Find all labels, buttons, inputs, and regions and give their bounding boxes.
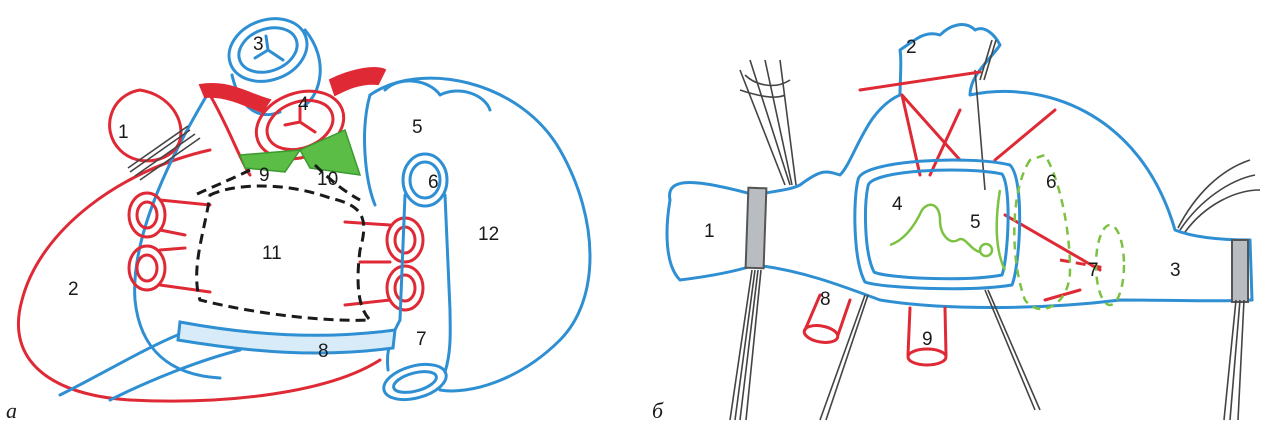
green-suture-line bbox=[997, 190, 1005, 270]
label-b-8: 8 bbox=[820, 289, 831, 310]
atrial-opening-outer bbox=[855, 160, 1020, 289]
ivc-outer bbox=[380, 358, 450, 405]
left-tie-threads bbox=[730, 270, 761, 420]
atrial-opening-inner bbox=[866, 170, 1009, 279]
right-vein-lower bbox=[387, 266, 423, 310]
dashed-region-11 bbox=[197, 186, 370, 320]
label-b-6: 6 bbox=[1046, 172, 1057, 193]
left-vein-lower bbox=[129, 246, 165, 290]
green-region-9 bbox=[240, 150, 300, 172]
coronary-sinus-band-8 bbox=[178, 322, 395, 353]
label-b-1: 1 bbox=[704, 221, 715, 242]
label-a-12: 12 bbox=[478, 224, 499, 245]
heart-diagram-a: 1 2 3 4 5 6 7 8 9 10 11 12 bbox=[0, 0, 620, 430]
label-b-5: 5 bbox=[970, 212, 981, 233]
left-vein-walls bbox=[160, 200, 210, 292]
label-b-9: 9 bbox=[922, 329, 933, 350]
label-a-11: 11 bbox=[262, 243, 282, 264]
diagram-panel-a: 1 2 3 4 5 6 7 8 9 10 11 12 bbox=[0, 0, 620, 430]
label-b-7: 7 bbox=[1088, 260, 1099, 281]
green-knot bbox=[980, 244, 992, 256]
label-a-7: 7 bbox=[416, 329, 427, 350]
label-a-2: 2 bbox=[68, 279, 79, 300]
label-b-4: 4 bbox=[892, 194, 903, 215]
right-vein-walls bbox=[345, 222, 390, 305]
atrium-right-end bbox=[1250, 240, 1252, 300]
left-vein-lower-inner bbox=[137, 255, 157, 281]
caption-b: б bbox=[652, 398, 663, 424]
label-a-1: 1 bbox=[118, 122, 129, 143]
label-a-6: 6 bbox=[428, 172, 439, 193]
tourniquet-right bbox=[1232, 240, 1248, 302]
green-thread bbox=[890, 205, 980, 252]
right-vein-lower-inner bbox=[395, 275, 415, 301]
red-incision-lines bbox=[860, 72, 1100, 300]
label-b-2: 2 bbox=[906, 37, 917, 58]
label-b-3: 3 bbox=[1170, 260, 1181, 281]
label-a-5: 5 bbox=[412, 117, 423, 138]
upper-right-threads bbox=[1178, 160, 1260, 232]
label-a-10: 10 bbox=[317, 169, 338, 190]
caption-a: а bbox=[6, 398, 17, 424]
tourniquet-left bbox=[746, 188, 767, 269]
label-a-9: 9 bbox=[259, 165, 270, 186]
label-a-4: 4 bbox=[298, 94, 309, 115]
atrium-diagram-b: 1 2 3 4 5 6 7 8 9 bbox=[640, 0, 1264, 430]
label-a-3: 3 bbox=[253, 34, 264, 55]
atrial-wall bbox=[365, 95, 375, 205]
suture-lines-a bbox=[128, 126, 200, 180]
right-tie-threads bbox=[1224, 300, 1244, 420]
label-a-8: 8 bbox=[318, 341, 329, 362]
green-dashed-region-7 bbox=[1096, 225, 1124, 305]
diagram-panel-b: 1 2 3 4 5 6 7 8 9 bbox=[640, 0, 1264, 430]
stump-8-end bbox=[803, 323, 839, 345]
stump-9-end bbox=[908, 349, 946, 365]
green-dashed-region-6 bbox=[1014, 155, 1070, 309]
